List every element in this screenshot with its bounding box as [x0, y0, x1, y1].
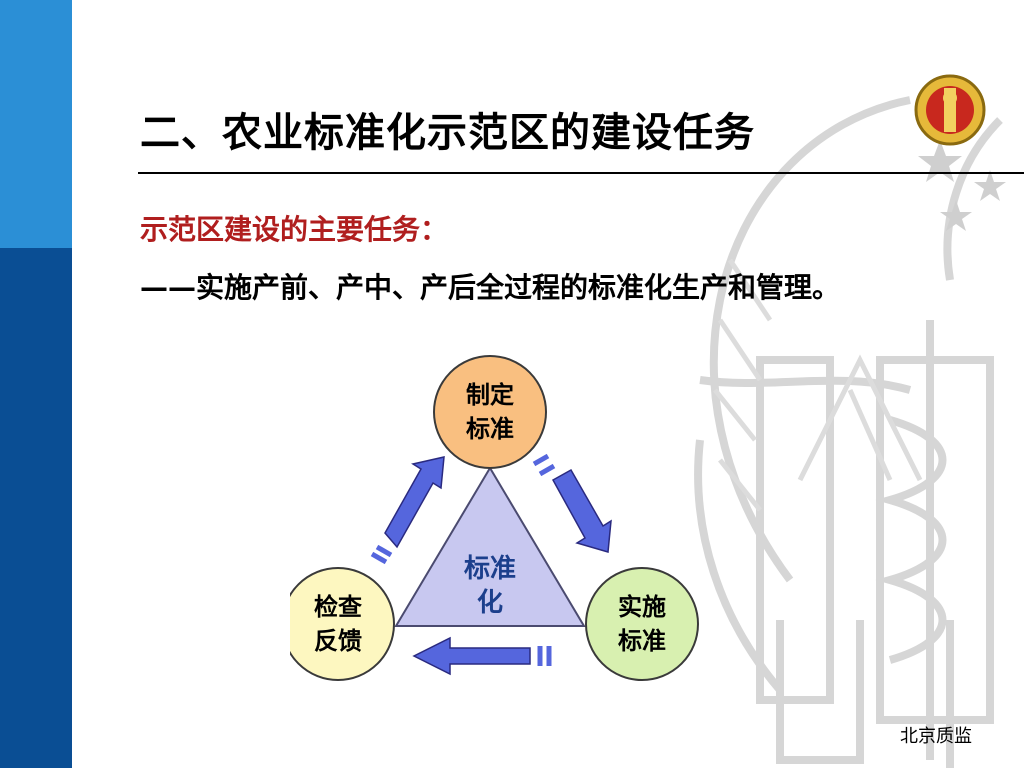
node-top-circle [433, 355, 547, 469]
node-left-line1: 检查 [314, 593, 362, 621]
node-left-label: 检查 反馈 [288, 590, 388, 658]
arrow-implement-to-feedback-icon [412, 636, 552, 676]
arrow-feedback-to-standard-icon [370, 456, 445, 565]
emblem-watermark-icon [694, 74, 1006, 768]
title-divider [138, 172, 1024, 174]
left-accent-bar-light [0, 0, 72, 248]
node-right-line1: 实施 [618, 593, 666, 621]
left-accent-bar-dark [0, 248, 72, 768]
node-top-line1: 制定 [466, 381, 514, 409]
footer-organization: 北京质监 [900, 726, 972, 747]
center-line2: 化 [476, 588, 503, 618]
node-right-circle [585, 567, 699, 681]
center-label: 标准 化 [440, 552, 540, 620]
node-top-line2: 标准 [466, 415, 514, 443]
node-top-label: 制定 标准 [440, 378, 540, 446]
standardization-cycle-diagram: 制定 标准 检查 反馈 实施 标准 标准 化 [281, 350, 710, 690]
center-line1: 标准 [463, 554, 516, 584]
cycle-diagram-graphic [281, 355, 699, 681]
task-description: ——实施产前、产中、产后全过程的标准化生产和管理。 [140, 271, 841, 304]
section-subtitle: 示范区建设的主要任务： [140, 213, 449, 246]
node-right-label: 实施 标准 [592, 590, 692, 658]
center-triangle [394, 466, 586, 627]
node-left-line2: 反馈 [314, 627, 362, 655]
node-right-line2: 标准 [618, 627, 666, 655]
page-title: 二、农业标准化示范区的建设任务 [140, 110, 755, 156]
arrow-standard-to-implement-icon [532, 453, 612, 553]
